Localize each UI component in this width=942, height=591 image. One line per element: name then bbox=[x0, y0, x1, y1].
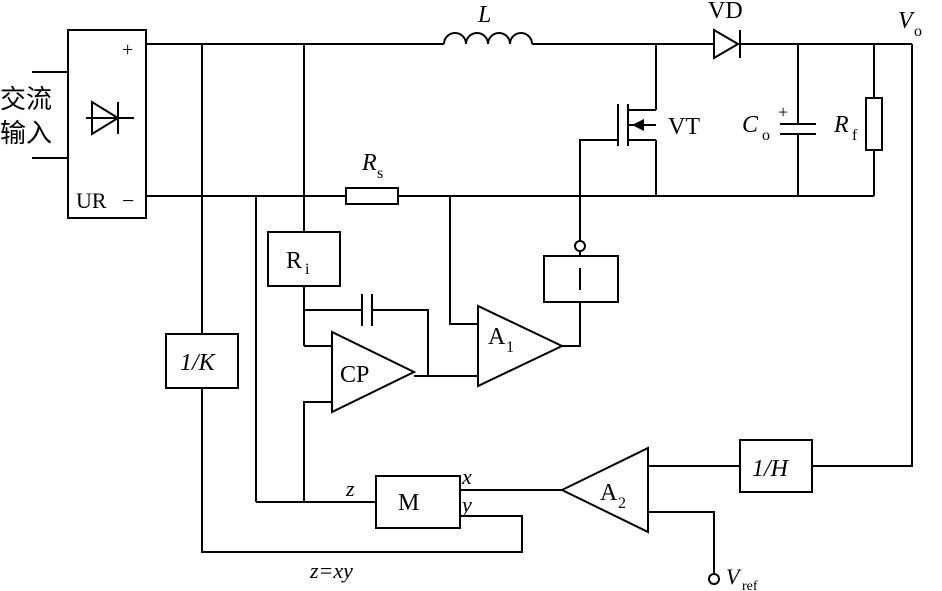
transistor-label: VT bbox=[668, 114, 700, 140]
output-voltage-sub: o bbox=[914, 23, 922, 40]
sense-resistor-sub: s bbox=[377, 165, 383, 182]
a2-label: A bbox=[600, 480, 618, 506]
output-capacitor: C o + bbox=[742, 44, 816, 196]
capacitor-sub: o bbox=[762, 127, 770, 144]
vref-terminal bbox=[708, 573, 720, 585]
sense-resistor bbox=[345, 187, 399, 205]
multiplier-m: M x y z z=xy bbox=[255, 196, 562, 583]
vref-sub: ref bbox=[742, 579, 758, 591]
inv-h-block: 1/H bbox=[739, 439, 813, 493]
a1-sub: 1 bbox=[506, 339, 514, 356]
rectifier-diode-icon bbox=[86, 100, 134, 136]
inductor-icon bbox=[443, 32, 533, 45]
comparator-cp: CP bbox=[303, 294, 478, 502]
a2-sub: 2 bbox=[618, 495, 626, 512]
voltage-feedback-wire bbox=[812, 44, 913, 467]
diode-label: VD bbox=[708, 0, 743, 24]
output-diode-icon bbox=[713, 28, 741, 60]
top-rail: L VD V o bbox=[146, 0, 922, 60]
a1-label: A bbox=[488, 324, 506, 350]
sense-resistor-label: R bbox=[361, 150, 377, 176]
capacitor-label: C bbox=[742, 112, 759, 138]
amplifier-a1: A 1 bbox=[449, 196, 581, 388]
minus-terminal-label: − bbox=[122, 188, 134, 213]
inductor-label: L bbox=[477, 2, 491, 28]
inv-k-block: 1/K bbox=[165, 44, 523, 553]
rectifier-label: UR bbox=[76, 188, 107, 213]
amplifier-a2: A 2 V ref bbox=[559, 446, 758, 591]
bottom-rail: R s bbox=[146, 150, 874, 205]
load-resistor: R f bbox=[833, 44, 883, 196]
plus-terminal-label: + bbox=[122, 39, 133, 61]
multiplier-y-label: y bbox=[460, 492, 472, 517]
input-label-line2: 输入 bbox=[0, 119, 52, 149]
ri-block: R i bbox=[267, 44, 341, 347]
multiplier-x-label: x bbox=[461, 464, 472, 489]
rectifier-block: 交流 输入 UR + − bbox=[0, 29, 147, 219]
ri-sub: i bbox=[305, 261, 310, 278]
ri-label: R bbox=[286, 248, 302, 274]
comparator-label: CP bbox=[340, 362, 369, 388]
transistor-vt: VT bbox=[579, 44, 700, 240]
multiplier-label: M bbox=[398, 490, 419, 516]
inv-k-label: 1/K bbox=[180, 350, 217, 376]
load-sub: f bbox=[852, 127, 858, 144]
transistor-arrow-icon bbox=[632, 119, 644, 131]
inv-h-label: 1/H bbox=[752, 456, 790, 482]
input-label-line1: 交流 bbox=[0, 85, 52, 115]
multiplier-z-label: z bbox=[345, 476, 355, 501]
driver-block bbox=[543, 240, 619, 303]
capacitor-plus: + bbox=[778, 102, 788, 122]
load-label: R bbox=[833, 112, 849, 138]
output-voltage-label: V bbox=[898, 8, 915, 34]
vref-label: V bbox=[726, 564, 742, 589]
multiplier-equation: z=xy bbox=[309, 558, 353, 583]
